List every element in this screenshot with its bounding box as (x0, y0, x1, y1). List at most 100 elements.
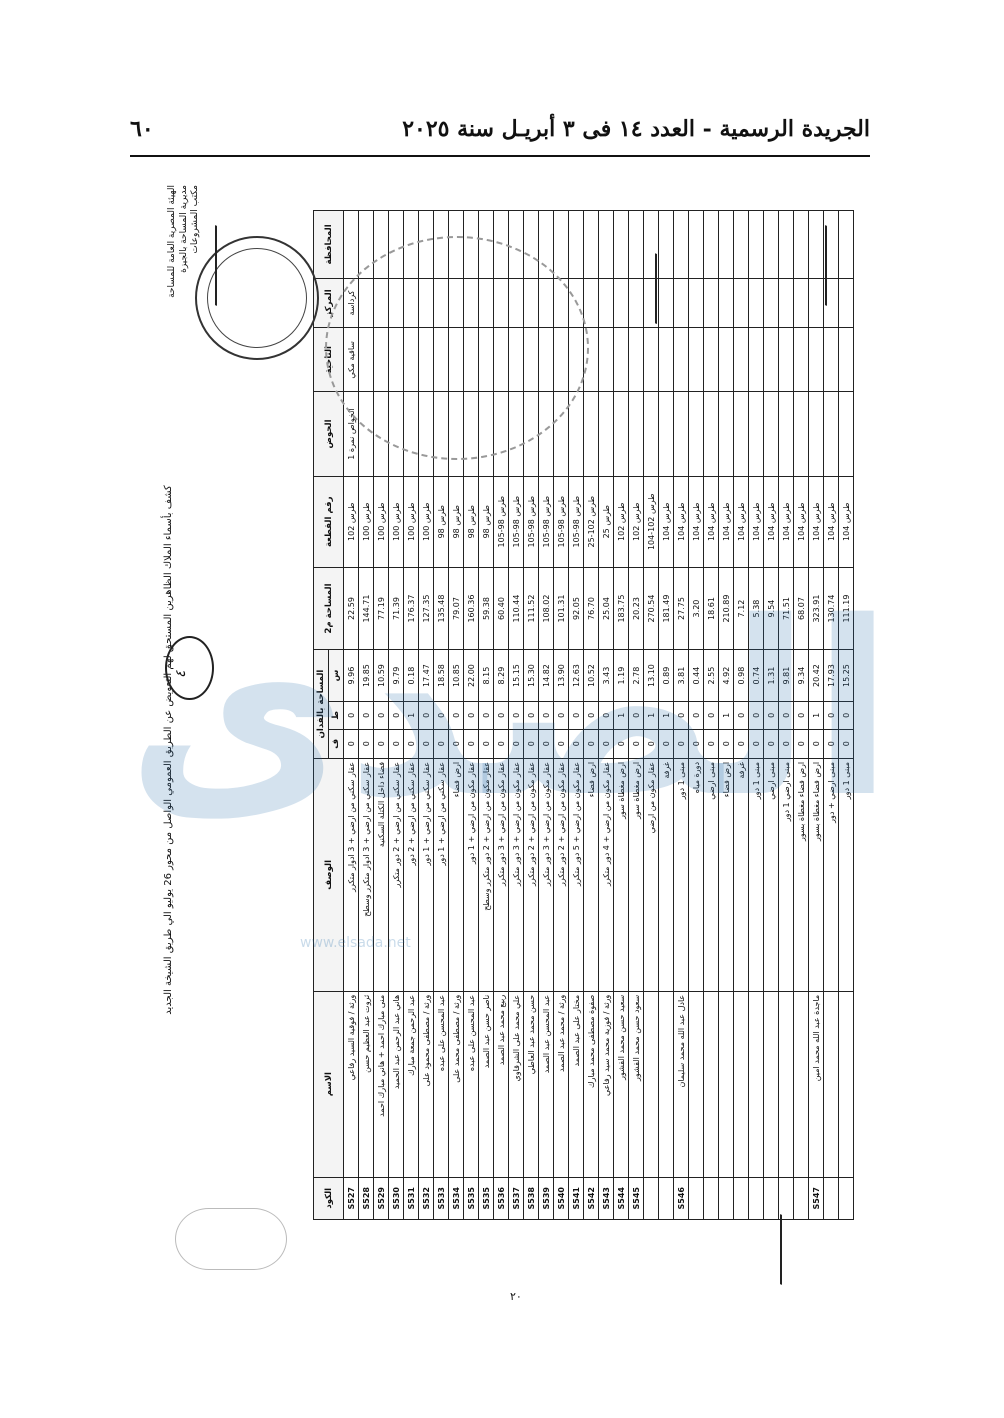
cell-description: عقار سكني من ارضي + 3 ادوار متكرر (343, 758, 359, 992)
cell-qirat: 0 (688, 701, 704, 730)
cell-village (613, 327, 629, 392)
cell-governorate (598, 210, 614, 279)
cell-name (778, 991, 794, 1178)
page-number: ٦٠ (130, 116, 154, 142)
cell-basin (748, 391, 764, 477)
cell-qirat: 0 (358, 701, 374, 730)
cell-basin (613, 391, 629, 477)
cell-plot: طرس 100 (373, 476, 389, 568)
cell-basin (718, 391, 734, 477)
cell-description: ارض فضاء مغطاة بسور (793, 758, 809, 992)
cell-plot: طرس 98-105 (508, 476, 524, 568)
col-plot: رقم القطعة (313, 476, 344, 568)
cell-governorate (343, 210, 359, 279)
cell-code (703, 1177, 719, 1220)
cell-governorate (613, 210, 629, 279)
col-area-feddan: المساحة بالفدان (313, 649, 329, 759)
cell-description: عقار مكون من ارضي + 3 دور متكرر (538, 758, 554, 992)
cell-name: ماجدة عبد الله محمد امين (808, 991, 824, 1178)
cell-area: 144.71 (358, 567, 374, 650)
col-qirat: ط (328, 701, 344, 730)
cell-plot: طرس 104 (703, 476, 719, 568)
cell-village (823, 327, 839, 392)
cell-description: مبنى 1 دور (838, 758, 854, 992)
cell-area: 76.70 (583, 567, 599, 650)
cell-feddan: 0 (538, 729, 554, 759)
cell-description: عقار سكني من ارضي + 1 دور (418, 758, 434, 992)
cell-markaz (583, 278, 599, 328)
cell-description: عقار مكون من ارضي + 4 دور متكرر (598, 758, 614, 992)
cell-code (838, 1177, 854, 1220)
cell-basin (688, 391, 704, 477)
cell-area: 77.19 (373, 567, 389, 650)
cell-area: 210.89 (718, 567, 734, 650)
cell-feddan: 0 (748, 729, 764, 759)
col-name: الاسم (313, 991, 344, 1178)
cell-area: 9.54 (763, 567, 779, 650)
cell-qirat: 0 (763, 701, 779, 730)
cell-sahm: 0.44 (688, 649, 704, 702)
cell-plot: طرس 98-105 (538, 476, 554, 568)
signature-icon (635, 245, 657, 325)
cell-feddan: 0 (403, 729, 419, 759)
cell-area: 60.40 (493, 567, 509, 650)
cell-qirat: 0 (553, 701, 569, 730)
cell-village (748, 327, 764, 392)
page-title: الجريدة الرسمية - العدد ١٤ فى ٣ أبريـل س… (402, 116, 870, 142)
cell-qirat: 0 (778, 701, 794, 730)
cell-name (763, 991, 779, 1178)
cell-sahm: 3.81 (673, 649, 689, 702)
cell-feddan: 0 (808, 729, 824, 759)
cell-code: S540 (553, 1177, 569, 1220)
cell-area: 323.91 (808, 567, 824, 650)
cell-plot: طرس 25 (598, 476, 614, 568)
cell-feddan: 0 (343, 729, 359, 759)
cell-name (718, 991, 734, 1178)
cell-name: سعود حسن محمد القشور (628, 991, 644, 1178)
cell-governorate (718, 210, 734, 279)
cell-description: عقار سكني من ارضي + 3 ادوار متكرر وسطح (358, 758, 374, 992)
cell-governorate (763, 210, 779, 279)
cell-name: ناصر حسن عبد الصمد (478, 991, 494, 1178)
cell-description: ارض فضاء (448, 758, 464, 992)
cell-basin (628, 391, 644, 477)
col-governorate: المحافظة (313, 210, 344, 279)
cell-description: مبنى 1 دور (748, 758, 764, 992)
cell-feddan: 0 (703, 729, 719, 759)
cell-area: 79.07 (448, 567, 464, 650)
cell-plot: طرس 100 (418, 476, 434, 568)
cell-qirat: 0 (418, 701, 434, 730)
cell-sahm: 12.63 (568, 649, 584, 702)
cell-description: ارض مغطاة سور (613, 758, 629, 992)
cell-feddan: 0 (568, 729, 584, 759)
cell-sahm: 3.43 (598, 649, 614, 702)
cell-qirat: 0 (628, 701, 644, 730)
cell-name (838, 991, 854, 1178)
cell-feddan: 0 (508, 729, 524, 759)
cell-qirat: 1 (808, 701, 824, 730)
cell-village (643, 327, 659, 392)
cell-area: 71.39 (388, 567, 404, 650)
cell-village (673, 327, 689, 392)
cell-governorate (838, 210, 854, 279)
cell-plot: طرس 98-105 (568, 476, 584, 568)
cell-area: 111.52 (523, 567, 539, 650)
cell-basin (703, 391, 719, 477)
cell-qirat: 0 (388, 701, 404, 730)
cell-area: 18.61 (703, 567, 719, 650)
cell-plot: طرس 104 (763, 476, 779, 568)
cell-sahm: 8.29 (493, 649, 509, 702)
cell-code: S533 (433, 1177, 449, 1220)
cell-village (793, 327, 809, 392)
cell-governorate (733, 210, 749, 279)
cell-feddan: 0 (418, 729, 434, 759)
cell-governorate (568, 210, 584, 279)
cell-description: ارض فضاء (718, 758, 734, 992)
cell-feddan: 0 (688, 729, 704, 759)
cell-description: عقار مكون من ارضي + 5 دور متكرر (568, 758, 584, 992)
cell-basin (583, 391, 599, 477)
